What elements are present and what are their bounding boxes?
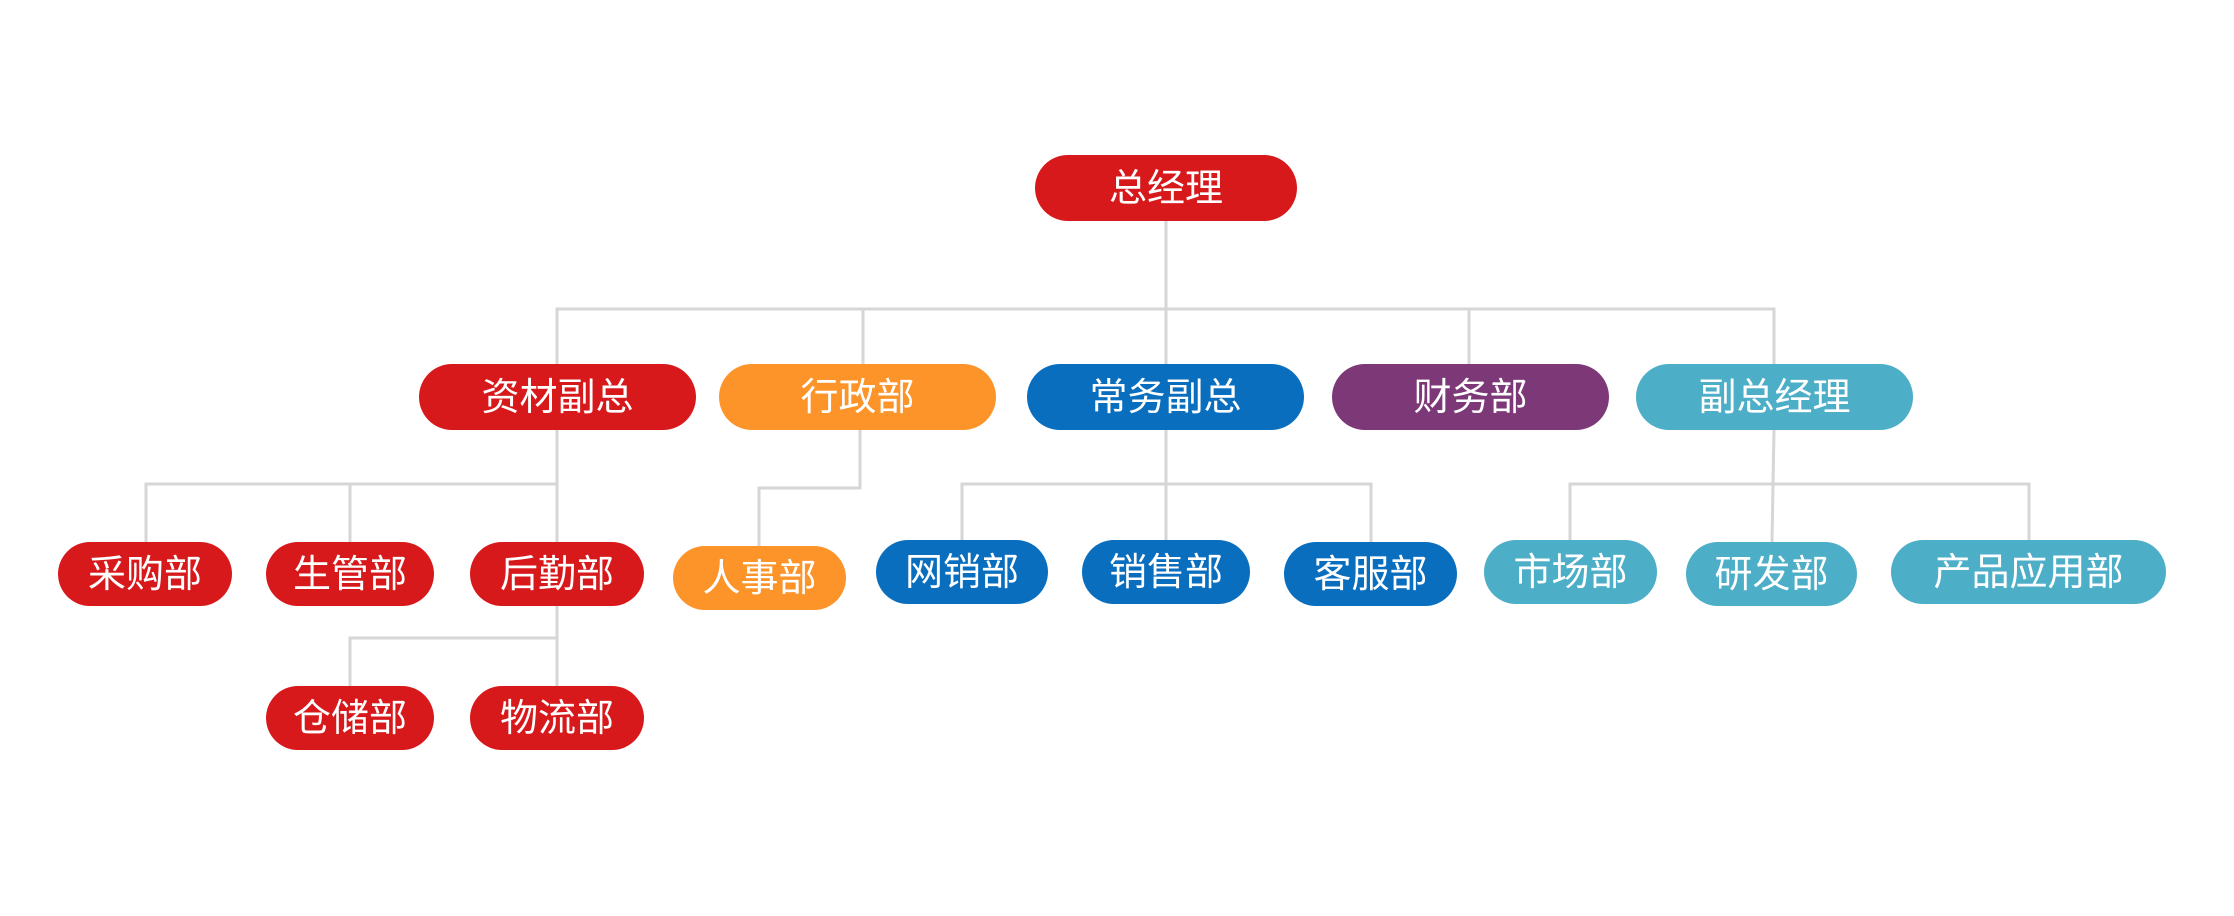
node-shipping-dept: 物流部 (470, 686, 644, 750)
node-purchasing-dept: 采购部 (58, 542, 232, 606)
node-materials-vp: 资材副总 (419, 364, 696, 430)
node-rd-dept: 研发部 (1686, 542, 1857, 606)
node-logistics-support-dept: 后勤部 (470, 542, 644, 606)
node-online-sales-dept: 网销部 (876, 540, 1048, 604)
node-deputy-gm: 副总经理 (1636, 364, 1913, 430)
node-general-manager: 总经理 (1035, 155, 1297, 221)
node-warehouse-dept: 仓储部 (266, 686, 434, 750)
node-customer-service-dept: 客服部 (1284, 542, 1457, 606)
node-executive-vp: 常务副总 (1027, 364, 1304, 430)
node-hr-dept: 人事部 (673, 546, 846, 610)
node-marketing-dept: 市场部 (1484, 540, 1657, 604)
node-admin-dept: 行政部 (719, 364, 996, 430)
connector-line (1770, 428, 1776, 544)
node-sales-dept: 销售部 (1082, 540, 1250, 604)
node-product-application-dept: 产品应用部 (1891, 540, 2166, 604)
node-finance-dept: 财务部 (1332, 364, 1609, 430)
node-production-control-dept: 生管部 (266, 542, 434, 606)
